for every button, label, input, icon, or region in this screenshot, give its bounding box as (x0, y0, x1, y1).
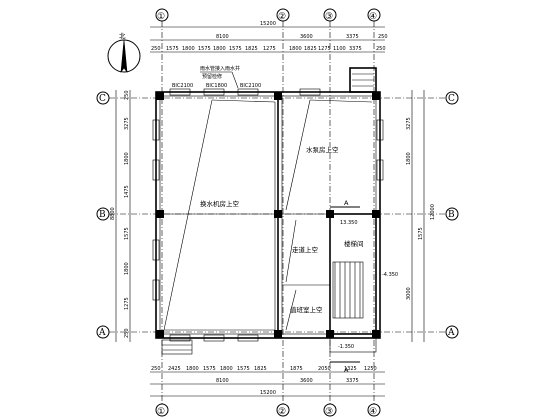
north-arrow-icon: 北 (107, 32, 141, 74)
bottom-dimensions: 250 2425 1800 1575 1800 1575 1825 1875 2… (150, 366, 385, 397)
top-bay-1: 8100 (216, 34, 229, 40)
room-corridor: 走道上空 (292, 245, 319, 254)
left-detail-6: 1275 (124, 297, 130, 310)
right-detail-7: 3000 (406, 287, 412, 300)
bottom-detail-0: 250 (151, 366, 161, 372)
note-rainwater: 雨水管接入雨水井 (200, 65, 240, 72)
top-detail-1: 1575 (166, 46, 179, 52)
room-aux-void: 值班室上空 (290, 305, 323, 314)
level-mark-3: -1.350 (338, 344, 354, 350)
left-detail-2: 1800 (124, 152, 130, 165)
room-main-void: 换水机房上空 (200, 199, 240, 208)
room-labels: 换水机房上空 水泵房上空 楼梯间 走道上空 值班室上空 (200, 145, 364, 314)
top-detail-3: 1575 (198, 46, 211, 52)
axis-1-bottom: ① (157, 407, 165, 417)
top-bay-3: 3375 (346, 34, 359, 40)
right-dimensions: 12000 3275 1800 3000 1575 (406, 90, 436, 342)
top-detail-2: 1800 (182, 46, 195, 52)
right-detail-4: 1575 (418, 227, 424, 240)
axis-b-left: B (99, 210, 106, 220)
left-detail-3: 1475 (124, 185, 130, 198)
axis-3-top: ③ (325, 12, 333, 22)
section-label-bottom: A (344, 366, 349, 374)
top-detail-11: 1100 (333, 46, 346, 52)
structural-columns (156, 92, 380, 338)
bottom-detail-6: 1825 (254, 366, 267, 372)
axis-b-right: B (448, 210, 455, 220)
top-total: 15200 (260, 21, 276, 27)
left-detail-0: 250 (124, 90, 130, 100)
axis-4-top: ④ (369, 12, 377, 22)
bottom-total: 15200 (260, 390, 276, 396)
level-mark-2: -4.350 (382, 272, 398, 278)
bottom-detail-4: 1800 (220, 366, 233, 372)
left-detail-1: 3275 (124, 117, 130, 130)
right-detail-2: 1800 (406, 152, 412, 165)
top-bay-2: 3600 (300, 34, 313, 40)
axis-a-left: A (98, 328, 106, 338)
top-detail-4: 1800 (213, 46, 226, 52)
left-total: 8800 (110, 207, 116, 220)
note-maintenance: 预留检修 (202, 73, 222, 80)
top-detail-5: 1575 (229, 46, 242, 52)
top-detail-10: 1275 (318, 46, 331, 52)
window-label-1: BIC2100 (172, 83, 193, 89)
level-mark-1: 13.350 (340, 220, 358, 226)
right-detail-1: 3275 (406, 117, 412, 130)
bottom-bay-3: 3375 (346, 378, 359, 384)
void-diagonals (163, 99, 373, 331)
north-label: 北 (119, 32, 126, 40)
axis-2-bottom: ② (278, 407, 286, 417)
section-label-top: A (344, 199, 349, 207)
left-detail-4: 1575 (124, 227, 130, 240)
exterior-walls (155, 67, 381, 355)
top-bay-4: 250 (378, 34, 388, 40)
section-mark: A A (330, 199, 360, 374)
bottom-detail-2: 1800 (186, 366, 199, 372)
room-stair: 楼梯间 (344, 239, 364, 248)
axis-1-top: ① (157, 12, 165, 22)
axis-2-top: ② (278, 12, 286, 22)
bottom-detail-9: 1325 (344, 366, 357, 372)
window-label-3: BIC2100 (240, 83, 261, 89)
window-marks: BIC2100 BIC1800 BIC2100 (152, 83, 384, 342)
left-dimensions: 8800 250 3275 1800 1475 1575 1800 1275 2… (110, 90, 131, 342)
bottom-bay-1: 8100 (216, 378, 229, 384)
top-detail-0: 250 (151, 46, 161, 52)
axis-a-right: A (447, 328, 455, 338)
axis-c-left: C (99, 94, 106, 104)
bottom-detail-5: 1575 (237, 366, 250, 372)
axis-4-bottom: ④ (369, 407, 377, 417)
bottom-detail-8: 2050 (318, 366, 331, 372)
left-detail-5: 1800 (124, 262, 130, 275)
top-detail-6: 1825 (245, 46, 258, 52)
level-marks: 13.350 -4.350 -1.350 雨水管接入雨水井 预留检修 (200, 65, 398, 350)
axis-c-right: C (448, 94, 455, 104)
bottom-detail-3: 1575 (203, 366, 216, 372)
bottom-bay-2: 3600 (300, 378, 313, 384)
bottom-axis-markers: ① ② ③ ④ (155, 403, 381, 417)
top-detail-8: 1800 (289, 46, 302, 52)
top-detail-9: 1825 (304, 46, 317, 52)
room-right-void: 水泵房上空 (306, 145, 339, 154)
bottom-detail-1: 2425 (168, 366, 181, 372)
right-total: 12000 (430, 204, 436, 220)
bottom-detail-7: 1875 (290, 366, 303, 372)
top-dimensions: 15200 8100 3600 3375 250 250 1575 1800 1… (150, 21, 388, 53)
top-detail-12: 3375 (349, 46, 362, 52)
top-detail-13: 250 (376, 46, 386, 52)
top-detail-7: 1275 (263, 46, 276, 52)
axis-3-bottom: ③ (325, 407, 333, 417)
bottom-detail-10: 1250 (364, 366, 377, 372)
window-label-2: BIC1800 (206, 83, 227, 89)
left-detail-7: 250 (124, 328, 130, 338)
